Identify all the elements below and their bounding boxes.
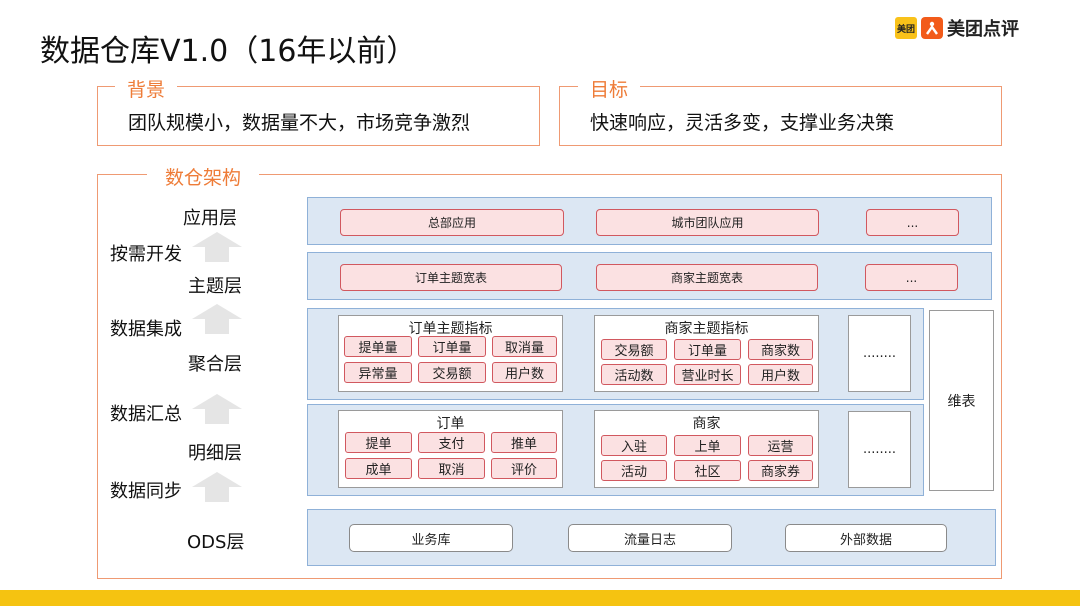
detail-chip: 推单: [491, 432, 557, 453]
up-arrow-icon: [192, 232, 242, 262]
background-text: 团队规模小，数据量不大，市场竞争激烈: [128, 112, 471, 134]
page-title: 数据仓库V1.0（16年以前）: [40, 34, 417, 69]
layer-label-ods: ODS层: [187, 532, 245, 553]
detail-merchant-title: 商家: [692, 416, 721, 432]
detail-chip: 上单: [674, 435, 741, 456]
metric-chip: 用户数: [492, 362, 557, 383]
metric-chip: 交易额: [418, 362, 486, 383]
app-item: 总部应用: [340, 209, 564, 236]
up-arrow-icon: [192, 472, 242, 502]
ods-item: 外部数据: [785, 524, 947, 552]
ods-item: 业务库: [349, 524, 513, 552]
detail-chip: 提单: [345, 432, 412, 453]
agg-merchant-title: 商家主题指标: [664, 321, 749, 337]
ods-item: 流量日志: [568, 524, 732, 552]
dimension-table-box: 维表: [929, 310, 994, 491]
detail-chip: 活动: [601, 460, 667, 481]
detail-chip: 取消: [418, 458, 485, 479]
metric-chip: 营业时长: [674, 364, 741, 385]
agg-order-title: 订单主题指标: [408, 321, 493, 337]
metric-chip: 用户数: [748, 364, 813, 385]
detail-chip: 评价: [491, 458, 557, 479]
topic-item-more: ...: [865, 264, 958, 291]
background-frame: [97, 86, 540, 146]
up-arrow-icon: [192, 304, 242, 334]
detail-order-title: 订单: [436, 416, 465, 432]
metric-chip: 商家数: [748, 339, 813, 360]
detail-chip: 入驻: [601, 435, 667, 456]
detail-chip: 运营: [748, 435, 813, 456]
layer-label-app: 应用层: [183, 208, 237, 229]
side-label-develop: 按需开发: [110, 244, 182, 265]
bottom-accent-bar: [0, 590, 1080, 606]
metric-chip: 活动数: [601, 364, 667, 385]
detail-more-box: ........: [848, 411, 911, 488]
agg-more-box: ........: [848, 315, 911, 392]
metric-chip: 订单量: [674, 339, 741, 360]
detail-chip: 支付: [418, 432, 485, 453]
background-label: 背景: [115, 75, 178, 102]
metric-chip: 取消量: [492, 336, 557, 357]
layer-label-agg: 聚合层: [188, 354, 242, 375]
architecture-label: 数仓架构: [147, 163, 260, 190]
up-arrow-icon: [192, 394, 242, 424]
meituan-logo-icon: [921, 17, 943, 39]
meituan-logo: 美团 美团点评: [895, 15, 1019, 41]
meituan-badge: 美团: [895, 17, 917, 39]
goal-text: 快速响应，灵活多变，支撑业务决策: [590, 112, 895, 134]
metric-chip: 订单量: [418, 336, 486, 357]
side-label-sync: 数据同步: [110, 481, 182, 502]
metric-chip: 提单量: [344, 336, 412, 357]
layer-label-topic: 主题层: [188, 276, 242, 297]
detail-chip: 成单: [345, 458, 412, 479]
logo-text: 美团点评: [947, 19, 1019, 40]
metric-chip: 异常量: [344, 362, 412, 383]
app-item-more: ...: [866, 209, 959, 236]
layer-label-detail: 明细层: [188, 443, 242, 464]
goal-frame: [559, 86, 1002, 146]
goal-label: 目标: [578, 75, 641, 102]
detail-chip: 商家券: [748, 460, 813, 481]
metric-chip: 交易额: [601, 339, 667, 360]
topic-item: 商家主题宽表: [596, 264, 818, 291]
app-item: 城市团队应用: [596, 209, 819, 236]
topic-item: 订单主题宽表: [340, 264, 562, 291]
side-label-summary: 数据汇总: [110, 404, 182, 425]
side-label-integrate: 数据集成: [110, 319, 182, 340]
architecture-frame: [97, 174, 1002, 579]
detail-chip: 社区: [674, 460, 741, 481]
